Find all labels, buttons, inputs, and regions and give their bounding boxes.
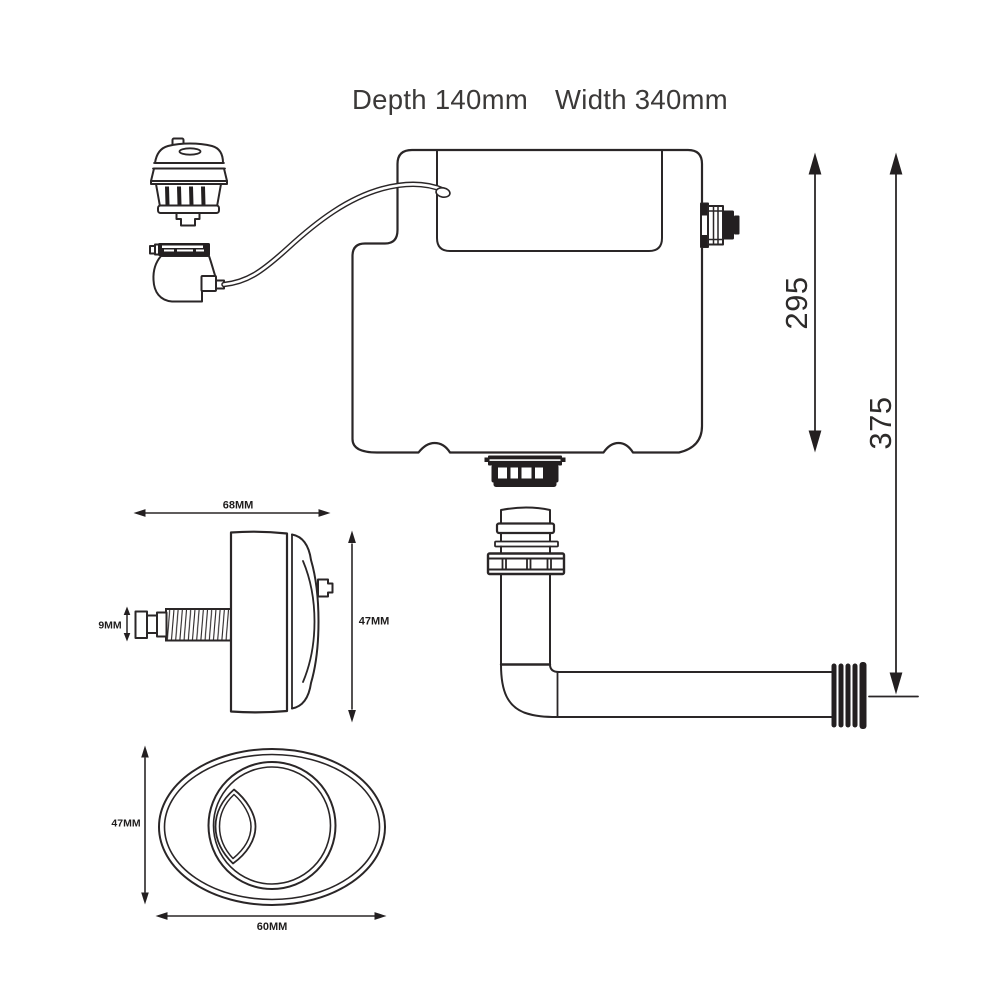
arrow-down-icon bbox=[141, 892, 149, 905]
button-side-view: 68MM 9MM 47MM bbox=[98, 500, 389, 723]
arrow-left-icon bbox=[133, 509, 146, 517]
shaft-diameter-label: 9MM bbox=[98, 620, 122, 632]
threaded-shaft bbox=[165, 608, 233, 642]
button-dome bbox=[291, 533, 320, 710]
flush-pipe-drawing bbox=[486, 506, 867, 729]
actuator-air-tube bbox=[221, 181, 451, 288]
side-inlet-connector bbox=[700, 202, 740, 248]
dim-47mm-side: 47MM bbox=[348, 530, 390, 723]
button-front-view: 47MM 60MM bbox=[111, 745, 387, 933]
arrow-down-icon bbox=[123, 633, 131, 642]
arrow-down-icon bbox=[348, 710, 356, 723]
dim-375: 375 bbox=[863, 152, 919, 698]
button-width-label: 68MM bbox=[223, 500, 254, 512]
flush-pipe-elbow bbox=[499, 663, 560, 718]
arrow-right-icon bbox=[374, 912, 387, 920]
arrow-up-icon bbox=[123, 606, 131, 615]
button-height-label: 47MM bbox=[359, 616, 390, 628]
cistern-drawing bbox=[351, 148, 740, 487]
pipe-union-nut bbox=[486, 552, 566, 576]
plate-width-label: 60MM bbox=[257, 921, 288, 933]
dim-47mm-face: 47MM bbox=[111, 745, 149, 905]
actuator-body bbox=[152, 255, 217, 303]
large-flush-button bbox=[207, 761, 337, 890]
dim-9mm: 9MM bbox=[98, 606, 131, 642]
pipe-horizontal-run bbox=[556, 671, 834, 718]
width-label: Width 340mm bbox=[555, 84, 728, 115]
pipe-washer bbox=[494, 540, 559, 548]
button-plate-outer bbox=[158, 748, 386, 906]
tube-end-hook bbox=[435, 187, 451, 198]
arrow-up-icon bbox=[808, 152, 822, 175]
plate-height-label: 47MM bbox=[111, 818, 140, 830]
arrow-left-icon bbox=[155, 912, 168, 920]
arrow-up-icon bbox=[889, 152, 903, 175]
cistern-height-label: 295 bbox=[779, 276, 814, 329]
dim-68mm: 68MM bbox=[133, 500, 331, 517]
small-flush-button bbox=[214, 788, 257, 865]
dim-60mm: 60MM bbox=[155, 912, 387, 933]
ribbed-pan-connector bbox=[831, 662, 867, 729]
arrow-down-icon bbox=[808, 430, 822, 453]
button-body bbox=[229, 530, 289, 714]
pipe-vertical-run bbox=[500, 573, 551, 666]
fill-valve-drawing bbox=[150, 137, 228, 227]
depth-label: Depth 140mm bbox=[352, 84, 529, 115]
actuator-outlet bbox=[200, 275, 217, 292]
pipe-collar bbox=[495, 522, 556, 535]
dimensions-header: Depth 140mm Width 340mm bbox=[352, 84, 728, 116]
flush-actuator-drawing bbox=[149, 243, 225, 303]
bottom-outlet-nut bbox=[484, 455, 566, 487]
arrow-right-icon bbox=[318, 509, 331, 517]
arrow-down-icon bbox=[889, 672, 903, 695]
arrow-up-icon bbox=[141, 745, 149, 758]
dim-295: 295 bbox=[779, 152, 822, 453]
arrow-up-icon bbox=[348, 530, 356, 543]
cistern-outline bbox=[351, 148, 704, 454]
valve-bottom-stub bbox=[175, 212, 201, 227]
mounting-clip bbox=[317, 578, 334, 598]
overall-height-label: 375 bbox=[863, 396, 898, 449]
access-panel-outline bbox=[436, 149, 663, 252]
valve-cage bbox=[150, 180, 228, 208]
